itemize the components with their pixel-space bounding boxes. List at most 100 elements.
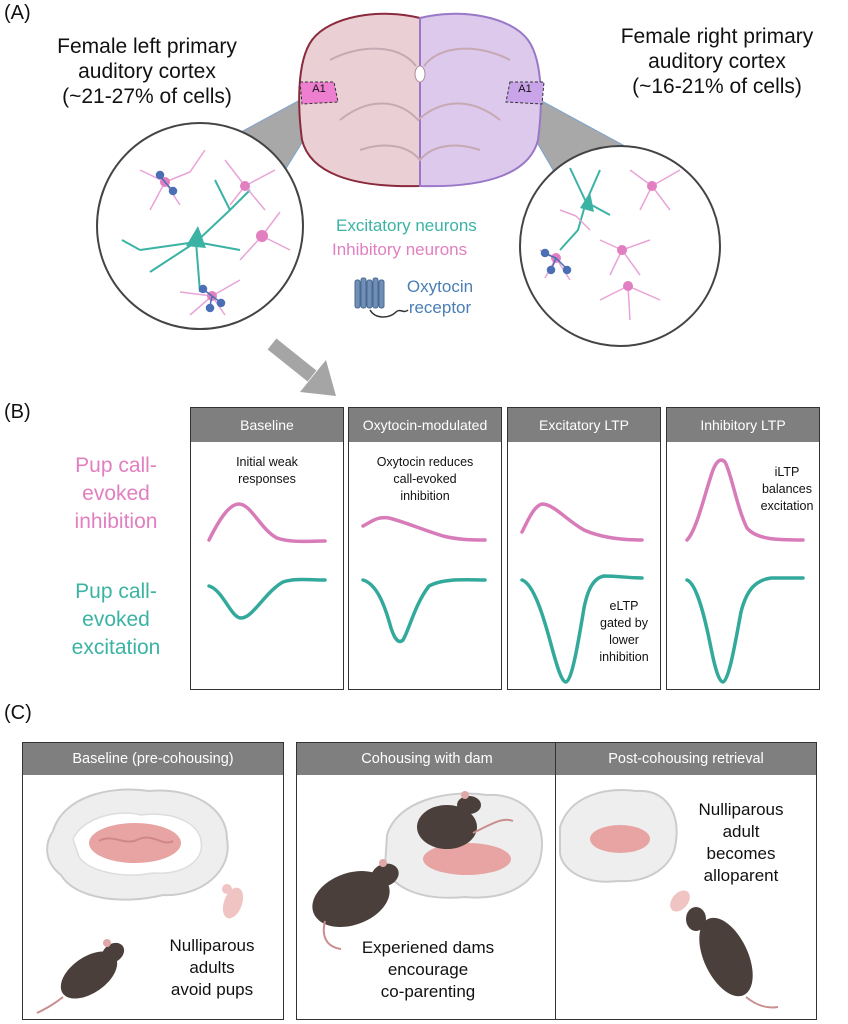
b-traces-eltp — [520, 502, 644, 684]
b-note-iltp: iLTP balances excitation — [755, 464, 819, 515]
legend-receptor-line-2: receptor — [408, 298, 472, 317]
row-inhibition-line-2: evoked — [82, 482, 150, 505]
c-header-retrieval: Post-cohousing retrieval — [556, 743, 816, 775]
legend-excitatory: Excitatory neurons — [336, 216, 477, 235]
b-note-iltp-line-2: balances — [761, 482, 813, 496]
b-note-eltp-line-4: inhibition — [599, 650, 649, 664]
c-scene-cohousing — [312, 791, 543, 950]
left-hemisphere — [298, 12, 421, 188]
c-note-retrieval: Nulliparous adult becomes alloparent — [666, 799, 816, 887]
legend-inhibitory: Inhibitory neurons — [332, 240, 468, 259]
c-note-cohousing: Experiened dams encourage co-parenting — [297, 937, 557, 1003]
b-note-eltp: eLTP gated by lower inhibition — [588, 598, 660, 666]
right-caption-line-2: auditory cortex — [648, 50, 786, 73]
right-cortex-caption: Female right primary auditory cortex (~1… — [592, 24, 842, 99]
right-a1-label: A1 — [518, 83, 532, 95]
panel-a-graphic — [96, 12, 721, 396]
b-note-oxytocin: Oxytocin reduces call-evoked inhibition — [349, 454, 501, 505]
c-box-retrieval: Post-cohousing retrieval Nulliparous adu… — [555, 742, 817, 1020]
b-column-baseline: Baseline Initial weak responses — [190, 407, 344, 690]
b-header-iltp: Inhibitory LTP — [667, 408, 819, 442]
mouse-icon — [36, 939, 125, 1014]
b-traces-oxytocin — [361, 515, 487, 644]
c-header-cohousing: Cohousing with dam — [297, 743, 557, 775]
mouse-icon — [417, 791, 514, 849]
inhibition-trace — [520, 502, 644, 542]
arrow-icon — [267, 338, 336, 396]
row-excitation-line-3: excitation — [71, 636, 161, 659]
b-column-oxytocin: Oxytocin-modulated Oxytocin reduces call… — [348, 407, 502, 690]
left-cortex-caption: Female left primary auditory cortex (~21… — [22, 34, 272, 109]
c-note-retrieval-line-4: alloparent — [703, 866, 779, 885]
left-a1-region — [299, 81, 339, 105]
c-scene-retrieval — [559, 789, 779, 1009]
b-note-iltp-line-3: excitation — [760, 499, 814, 513]
row-inhibition-line-3: inhibition — [74, 510, 158, 533]
c-scene-baseline — [36, 788, 244, 1014]
left-a1-label: A1 — [312, 83, 326, 95]
b-traces-iltp — [685, 458, 805, 684]
c-note-retrieval-line-1: Nulliparous — [698, 800, 784, 819]
excitation-trace — [207, 577, 327, 620]
row-inhibition-line-1: Pup call- — [75, 454, 157, 477]
c-box-baseline: Baseline (pre-cohousing) Nulliparous adu… — [22, 742, 284, 1020]
c-box-cohousing: Cohousing with dam Experiened dams encou… — [296, 742, 558, 1020]
legend-receptor-line-1: Oxytocin — [406, 277, 474, 296]
panel-label-a: (A) — [4, 2, 31, 24]
b-header-oxytocin: Oxytocin-modulated — [349, 408, 501, 442]
b-note-oxytocin-line-2: call-evoked — [393, 472, 457, 486]
row-excitation-line-1: Pup call- — [75, 580, 157, 603]
legend-receptor: Oxytocin receptor — [398, 276, 482, 318]
b-note-baseline-line-1: Initial weak — [236, 455, 298, 469]
right-caption-line-3: (~16-21% of cells) — [632, 75, 802, 98]
b-note-eltp-line-3: lower — [609, 633, 639, 647]
panel-label-b: (B) — [4, 401, 31, 423]
pup-icon — [222, 884, 244, 919]
c-note-baseline-line-2: adults — [189, 958, 235, 977]
inhibition-trace — [207, 502, 327, 544]
c-note-cohousing-line-1: Experiened dams — [361, 938, 495, 957]
c-note-baseline-line-1: Nulliparous — [169, 936, 255, 955]
right-neuron-circle-icon — [519, 145, 721, 347]
left-caption-line-2: auditory cortex — [78, 60, 216, 83]
row-label-excitation: Pup call- evoked excitation — [46, 578, 186, 662]
c-note-cohousing-line-3: co-parenting — [380, 982, 476, 1001]
nest-icon — [559, 789, 678, 883]
right-a1-region — [505, 81, 545, 105]
right-caption-line-1: Female right primary — [620, 25, 814, 48]
inhibition-trace — [685, 458, 805, 542]
b-note-eltp-line-2: gated by — [600, 616, 648, 630]
oxytocin-receptor-icon — [354, 277, 409, 318]
c-note-cohousing-line-2: encourage — [387, 960, 469, 979]
c-header-baseline: Baseline (pre-cohousing) — [23, 743, 283, 775]
left-caption-line-3: (~21-27% of cells) — [62, 85, 232, 108]
b-note-eltp-line-1: eLTP — [609, 599, 639, 613]
b-note-baseline: Initial weak responses — [191, 454, 343, 488]
b-note-oxytocin-line-1: Oxytocin reduces — [376, 455, 474, 469]
b-note-baseline-line-2: responses — [238, 472, 296, 486]
c-note-baseline-line-3: avoid pups — [170, 980, 254, 999]
excitation-trace — [520, 574, 644, 684]
b-traces-baseline — [207, 502, 327, 620]
left-neuron-circle-icon — [96, 122, 304, 330]
pup-icon — [670, 890, 690, 912]
left-caption-line-1: Female left primary — [57, 35, 237, 58]
b-header-eltp: Excitatory LTP — [508, 408, 660, 442]
c-note-retrieval-line-2: adult — [722, 822, 760, 841]
b-column-iltp: Inhibitory LTP iLTP balances excitation — [666, 407, 820, 690]
mouse-icon — [686, 907, 779, 1009]
panel-label-c: (C) — [4, 702, 32, 724]
mouse-icon — [312, 859, 399, 950]
b-note-iltp-line-1: iLTP — [774, 465, 800, 479]
c-note-retrieval-line-3: becomes — [706, 844, 776, 863]
nest-icon — [46, 788, 229, 901]
excitation-trace — [361, 578, 487, 644]
b-note-oxytocin-line-3: inhibition — [400, 489, 450, 503]
inhibition-trace — [361, 515, 487, 542]
brain-section-icon — [298, 12, 545, 188]
b-header-baseline: Baseline — [191, 408, 343, 442]
excitation-trace — [685, 576, 805, 684]
row-label-inhibition: Pup call- evoked inhibition — [46, 452, 186, 536]
row-excitation-line-2: evoked — [82, 608, 150, 631]
b-column-eltp: Excitatory LTP eLTP gated by lower inhib… — [507, 407, 661, 690]
